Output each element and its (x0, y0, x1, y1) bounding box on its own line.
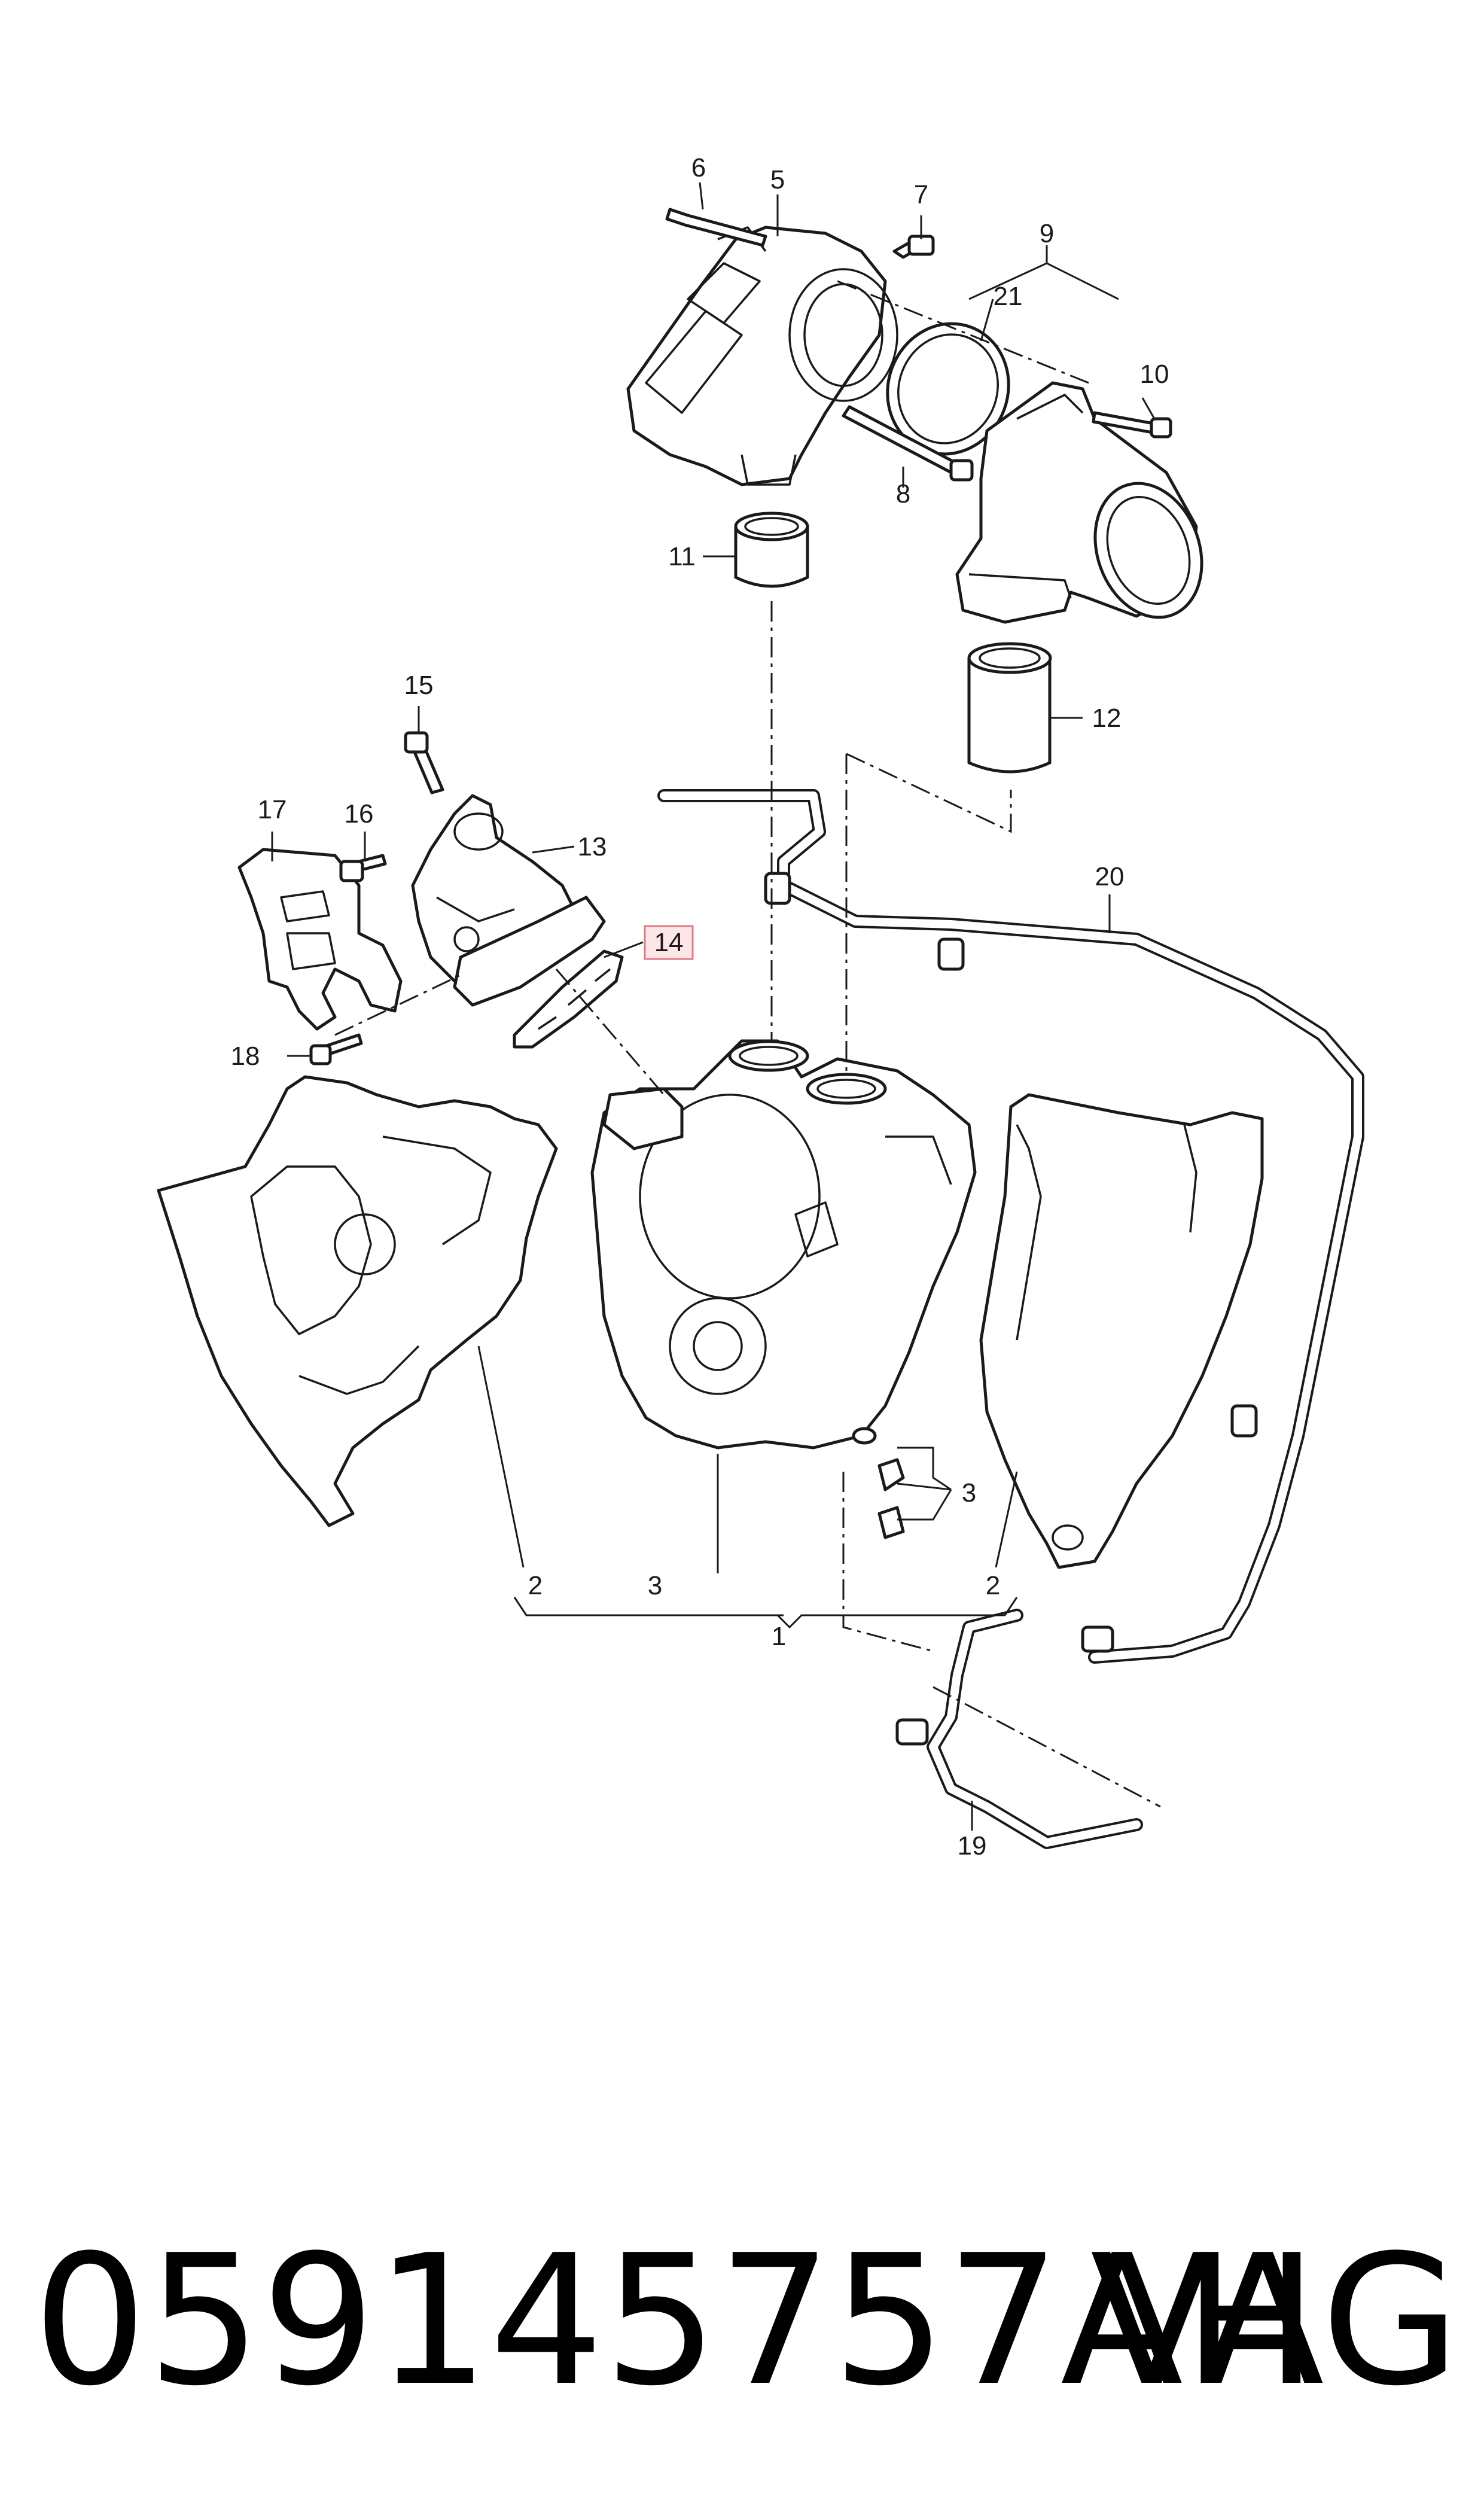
fitting-3 (852, 1427, 905, 1539)
leader-lines (271, 182, 1156, 1831)
rubber-sleeve-12 (967, 642, 1052, 774)
callout-6: 6 (691, 153, 706, 182)
callout-2-left: 2 (528, 1571, 543, 1600)
callout-3-bottom: 3 (648, 1571, 662, 1600)
callout-labels: 1 2 2 3 3 5 6 7 8 9 10 11 12 13 14 15 16… (231, 153, 1169, 1861)
heat-shield-right (979, 1093, 1264, 1569)
bracket-17 (237, 848, 403, 1031)
intake-connecting-pipe (955, 381, 1203, 624)
callout-9: 9 (1040, 219, 1054, 248)
callout-7: 7 (914, 180, 928, 209)
callout-17: 17 (258, 795, 287, 824)
rubber-sleeve-11 (734, 511, 809, 588)
brand-name: VAG (1090, 2216, 1460, 2425)
oil-return-line (895, 1609, 1143, 1849)
callout-8: 8 (896, 479, 910, 509)
bolts-upper (665, 208, 1172, 482)
callout-2-right: 2 (986, 1571, 1000, 1600)
flange-13 (411, 794, 606, 1007)
callout-3-right: 3 (962, 1478, 976, 1508)
callout-18: 18 (231, 1042, 260, 1071)
throttle-valve-housing (626, 226, 898, 486)
turbocharger (590, 1039, 977, 1450)
callout-20: 20 (1095, 862, 1125, 891)
callout-16: 16 (345, 799, 374, 829)
bolts-left (309, 731, 444, 1065)
callout-1: 1 (772, 1622, 786, 1651)
gasket-14 (513, 949, 624, 1049)
highlighted-callout-box (644, 925, 694, 960)
o-ring-seal (886, 322, 1010, 456)
heat-shield-left (157, 1075, 558, 1527)
callout-10: 10 (1140, 360, 1169, 389)
callout-15: 15 (404, 671, 434, 700)
callout-21: 21 (994, 282, 1023, 311)
callout-19: 19 (958, 1831, 987, 1861)
callout-12: 12 (1092, 704, 1122, 733)
callout-5: 5 (770, 165, 785, 194)
oil-supply-line (657, 789, 1364, 1664)
callout-11: 11 (668, 542, 696, 571)
footer-caption: 059145757AH VAG (0, 2213, 1484, 2429)
callout-13: 13 (578, 832, 607, 861)
part-number: 059145757AH (33, 2216, 1318, 2425)
callout-14: 14 (654, 928, 684, 957)
assembly-dash-lines (334, 280, 1161, 1808)
